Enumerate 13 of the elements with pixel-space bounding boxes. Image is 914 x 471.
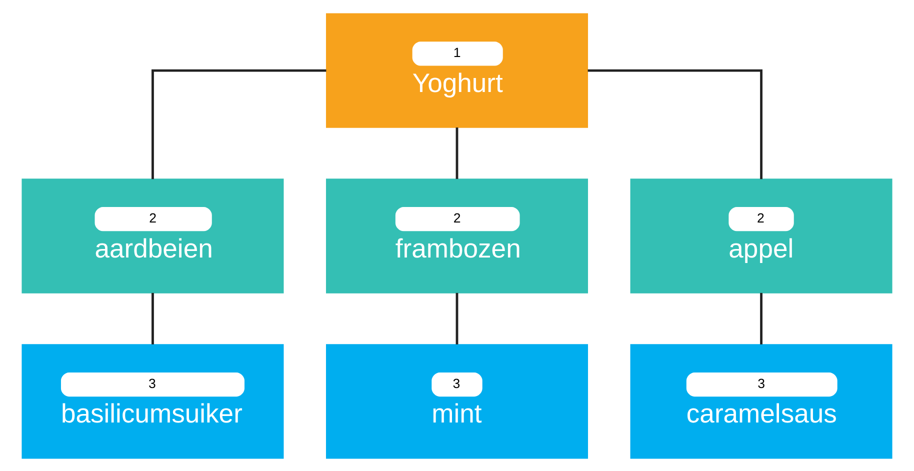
connector: [152, 68, 326, 179]
node-box: 3 caramelsaus: [630, 344, 892, 458]
connector: [456, 127, 458, 178]
connector: [760, 292, 762, 344]
node-box: 3 basilicumsuiker: [22, 344, 284, 458]
node-box: 2 frambozen: [326, 178, 588, 293]
node-box: 1 Yoghurt: [326, 12, 588, 128]
connector: [152, 292, 154, 344]
node-box: 3 mint: [326, 344, 588, 458]
node-box: 2 appel: [630, 178, 892, 293]
connector: [588, 68, 762, 179]
connector: [456, 292, 458, 344]
node-box: 2 aardbeien: [22, 178, 284, 293]
